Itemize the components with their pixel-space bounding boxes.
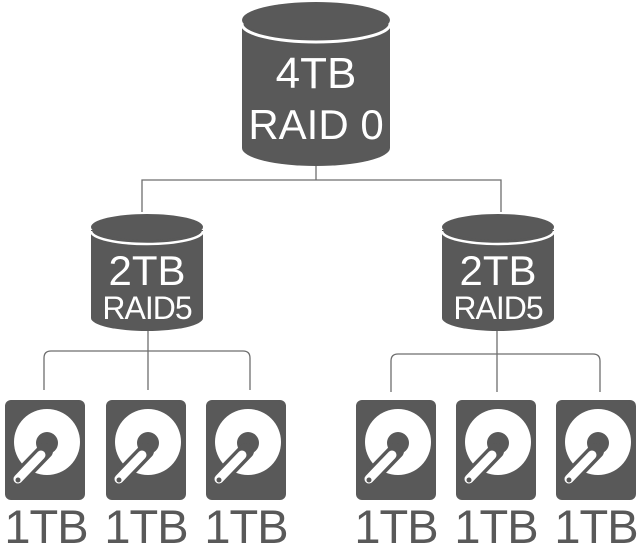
- array2-capacity-label: 2TB: [459, 247, 537, 294]
- array1-volume-icon: [89, 214, 205, 331]
- disk5-capacity-label: 1TB: [454, 500, 538, 553]
- connector-array2-to-disks: [390, 330, 601, 392]
- disk2-hard-drive-icon: [106, 400, 186, 500]
- array1-capacity-label: 2TB: [108, 247, 186, 294]
- array1-level-label: RAID5: [102, 290, 192, 326]
- disk3-hard-drive-icon: [206, 400, 286, 500]
- root-capacity-label: 4TB: [275, 49, 357, 98]
- array2-volume-icon: [440, 214, 556, 331]
- root-level-label: RAID 0: [248, 101, 384, 148]
- disk3-capacity-label: 1TB: [204, 500, 288, 553]
- disk2-capacity-label: 1TB: [104, 500, 188, 553]
- disk1-hard-drive-icon: [5, 400, 85, 500]
- array2-level-label: RAID5: [453, 290, 543, 326]
- root-volume-icon: [240, 2, 392, 166]
- disk1-capacity-label: 1TB: [4, 500, 88, 553]
- disk6-hard-drive-icon: [556, 400, 636, 500]
- disk4-hard-drive-icon: [356, 400, 436, 500]
- connector-root-to-arrays: [141, 179, 502, 212]
- disk5-hard-drive-icon: [456, 400, 536, 500]
- disk6-capacity-label: 1TB: [554, 500, 638, 553]
- disk4-capacity-label: 1TB: [354, 500, 438, 553]
- connector-array1-to-disks: [43, 330, 251, 390]
